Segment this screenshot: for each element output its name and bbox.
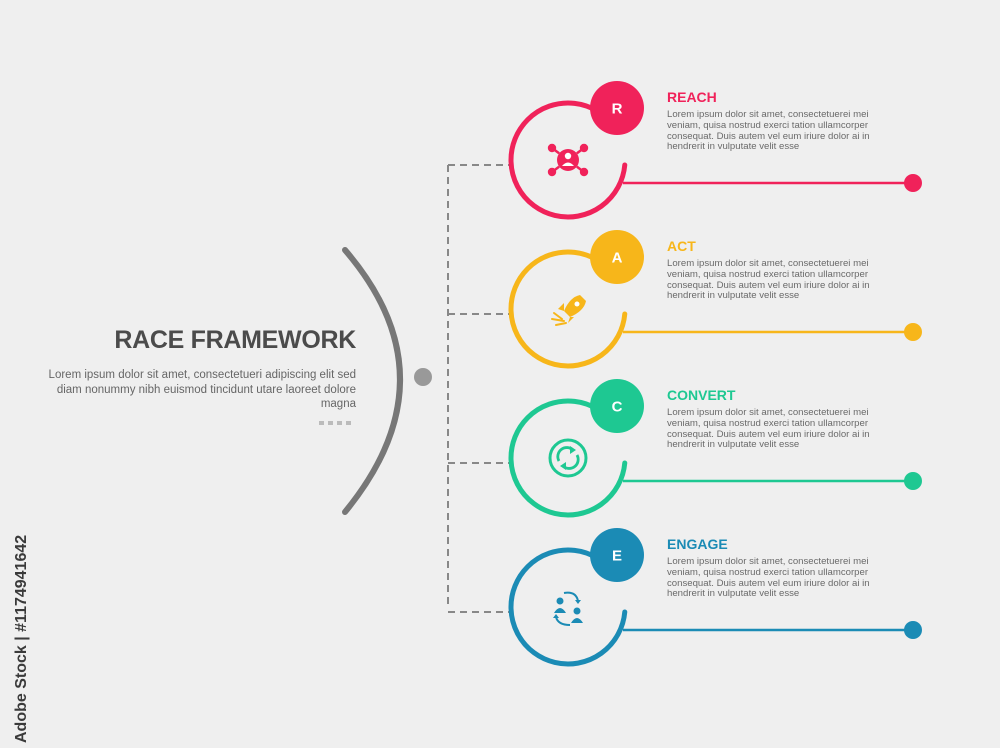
leader-dot xyxy=(904,323,922,341)
step-letter: C xyxy=(612,399,623,416)
step-description: Lorem ipsum dolor sit amet, consectetuer… xyxy=(667,556,870,600)
step-title: CONVERT xyxy=(667,387,736,403)
convert-arrows-icon xyxy=(548,438,588,478)
watermark-id: Adobe Stock | #1174941642 xyxy=(13,535,30,743)
svg-text:Adobe Stock | #1174941642: Adobe Stock | #1174941642 xyxy=(13,535,30,743)
step-badge xyxy=(590,230,644,284)
step-badge xyxy=(590,528,644,582)
step-title: ACT xyxy=(667,238,696,254)
step-convert: C xyxy=(448,379,922,518)
hub-dot xyxy=(414,368,432,386)
people-exchange-icon xyxy=(553,591,583,626)
rocket-icon xyxy=(551,295,586,326)
step-title: REACH xyxy=(667,89,717,105)
step-description: Lorem ipsum dolor sit amet, consectetuer… xyxy=(667,258,870,302)
step-description: Lorem ipsum dolor sit amet, consectetuer… xyxy=(667,109,870,153)
step-letter: R xyxy=(612,101,623,118)
step-title: ENGAGE xyxy=(667,536,728,552)
step-reach: R xyxy=(448,81,922,220)
step-badge xyxy=(590,379,644,433)
step-ring xyxy=(508,249,628,369)
hub-arc xyxy=(342,247,403,515)
step-engage: E xyxy=(448,528,922,667)
page-description: Lorem ipsum dolor sit amet, consectetuer… xyxy=(48,369,356,410)
dots-decoration xyxy=(319,421,351,425)
leader-dot xyxy=(904,621,922,639)
step-ring xyxy=(508,398,628,518)
step-letter: A xyxy=(612,250,623,267)
step-ring xyxy=(508,547,628,667)
step-ring xyxy=(508,100,628,220)
step-letter: E xyxy=(612,548,622,565)
leader-dot xyxy=(904,174,922,192)
step-description: Lorem ipsum dolor sit amet, consectetuer… xyxy=(667,407,870,451)
step-badge xyxy=(590,81,644,135)
step-act: A xyxy=(448,230,922,369)
network-people-icon xyxy=(547,143,589,177)
page-title: RACE FRAMEWORK xyxy=(114,326,356,354)
leader-dot xyxy=(904,472,922,490)
